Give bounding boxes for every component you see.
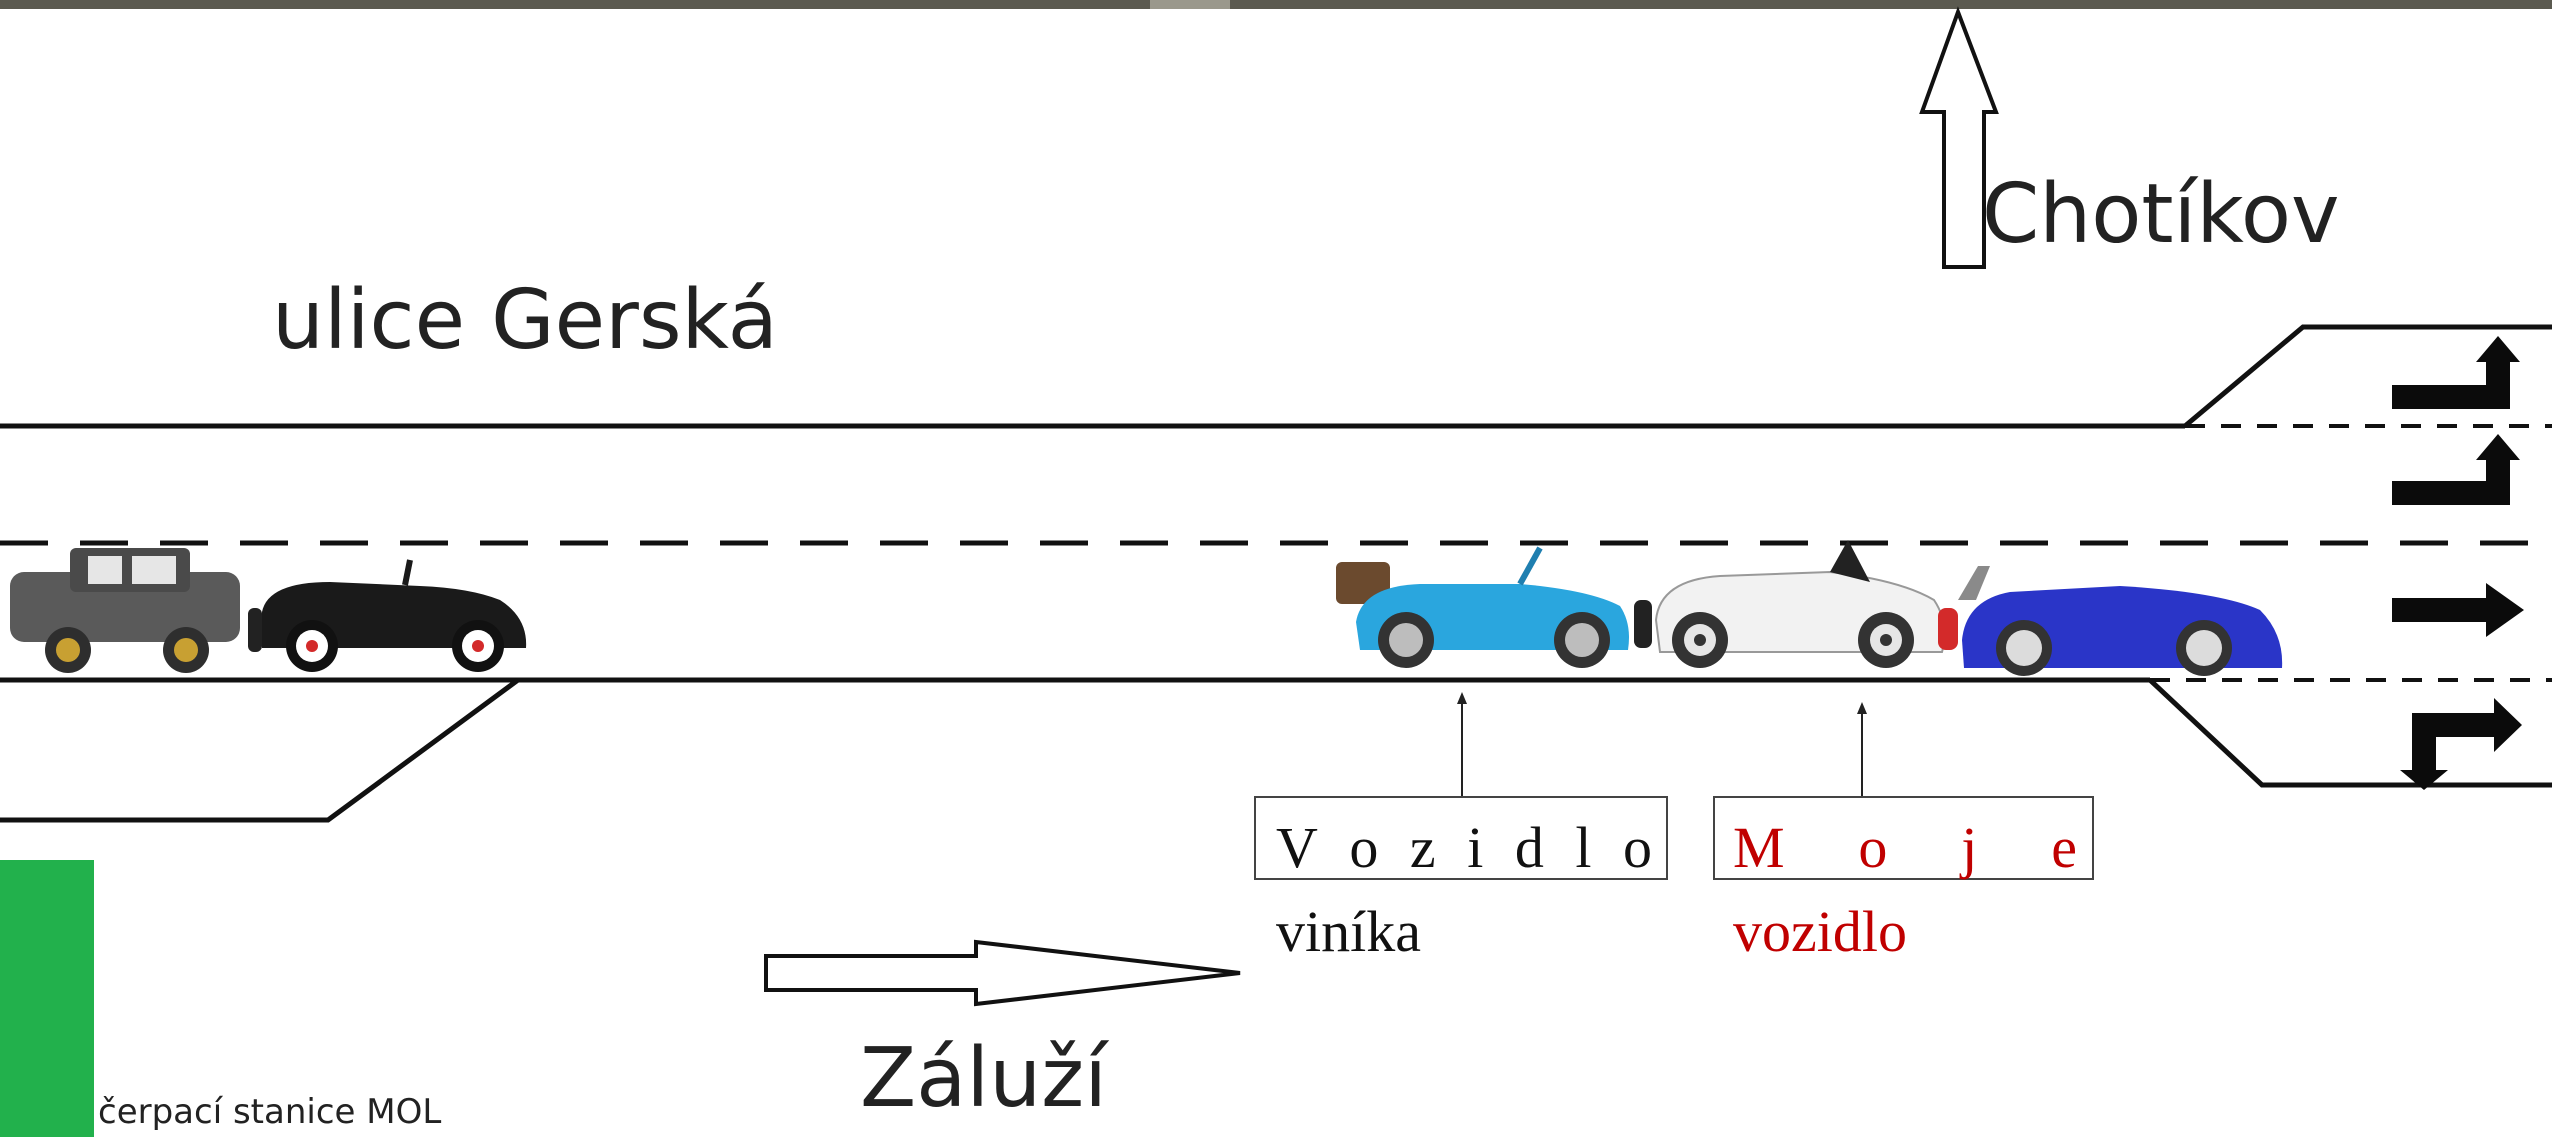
turn-right-arrow-icon [2400,698,2522,790]
right-arrow-icon [764,939,1241,1007]
vehicle-grey-jeep [10,548,240,673]
label-letter: e [2051,815,2077,880]
vehicle-my-white-convertible [1634,540,1958,668]
my-vehicle-label-line2: vozidlo [1733,899,1907,964]
label-letter: o [1622,815,1652,880]
label-letter: i [1467,815,1484,880]
turn-left-arrow-icon [2392,336,2520,409]
road-edge-bottom-widening-right [2148,678,2552,788]
road-markings [0,324,2552,823]
pointer-lines [1457,692,1867,796]
street-name-label: ulice Gerská [272,273,778,368]
label-letter: d [1514,815,1544,880]
label-letter: l [1575,815,1592,880]
my-vehicle-label-box [1713,796,2094,880]
road-edge-bottom-widening-left [0,677,520,823]
culprit-vehicle-label-line2: viníka [1276,899,1421,964]
vehicle-black-convertible [248,559,527,672]
label-letter: o [1349,815,1379,880]
label-letter: M [1733,815,1785,880]
up-arrow-icon [1919,6,1999,269]
vehicle-blue-sports-car [1958,566,2283,676]
destination-chotikov-label: Chotíkov [1982,167,2340,262]
vehicle-culprit-blue-convertible [1336,546,1629,668]
label-letter: o [1858,815,1888,880]
label-letter: V [1276,815,1318,880]
culprit-vehicle-label-box [1254,796,1668,880]
destination-zaluzi-label: Záluží [860,1031,1108,1126]
straight-arrow-icon [2392,583,2524,637]
gas-station-label: čerpací stanice MOL [98,1092,442,1132]
gas-station-marker [0,860,94,1137]
road-edge-top-widening [2183,324,2552,428]
turn-left-arrow-icon [2392,434,2520,505]
label-letter: z [1409,815,1436,880]
label-letter: j [1961,815,1978,880]
photo-strip [0,0,2552,9]
lane-arrows [2392,336,2524,790]
